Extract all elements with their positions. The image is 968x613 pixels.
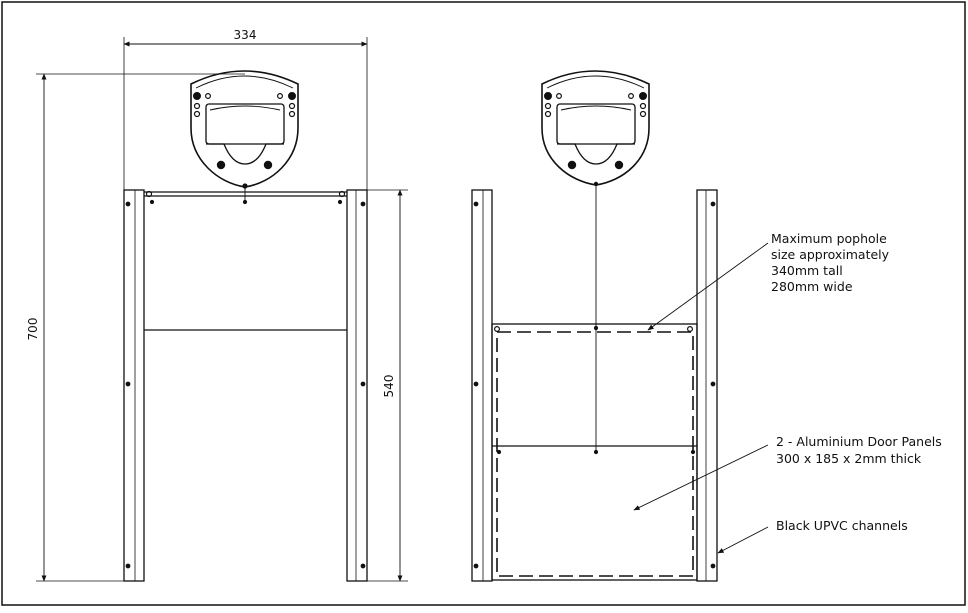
dimension-channel-height xyxy=(367,189,408,582)
annotation-panels-line-1: 2 - Aluminium Door Panels xyxy=(776,434,942,449)
left-view xyxy=(36,37,408,582)
annotation-pophole-line-3: 340mm tall xyxy=(771,263,843,278)
dimension-label-700: 700 xyxy=(26,318,40,341)
leader-channels xyxy=(717,526,769,554)
annotation-panels: 2 - Aluminium Door Panels 300 x 185 x 2m… xyxy=(776,434,942,466)
dimension-top-width xyxy=(123,37,368,190)
leader-pophole xyxy=(647,242,769,331)
left-top-rail xyxy=(144,187,347,331)
annotation-channels: Black UPVC channels xyxy=(776,518,908,533)
left-channels xyxy=(123,189,368,582)
annotation-pophole: Maximum pophole size approximately 340mm… xyxy=(771,231,890,294)
door-panels xyxy=(491,323,698,581)
door-opener-unit-right xyxy=(541,70,650,187)
annotation-pophole-line-1: Maximum pophole xyxy=(771,231,887,246)
annotation-channels-line-1: Black UPVC channels xyxy=(776,518,908,533)
dimension-label-334: 334 xyxy=(234,28,257,42)
door-opener-unit xyxy=(190,70,299,189)
annotation-panels-line-2: 300 x 185 x 2mm thick xyxy=(776,451,922,466)
annotation-pophole-line-4: 280mm wide xyxy=(771,279,853,294)
dimension-overall-height xyxy=(36,73,245,582)
dimension-label-540: 540 xyxy=(382,375,396,398)
annotation-pophole-line-2: size approximately xyxy=(771,247,890,262)
right-view xyxy=(471,70,769,582)
right-channels xyxy=(471,189,718,582)
leader-panels xyxy=(633,444,769,511)
